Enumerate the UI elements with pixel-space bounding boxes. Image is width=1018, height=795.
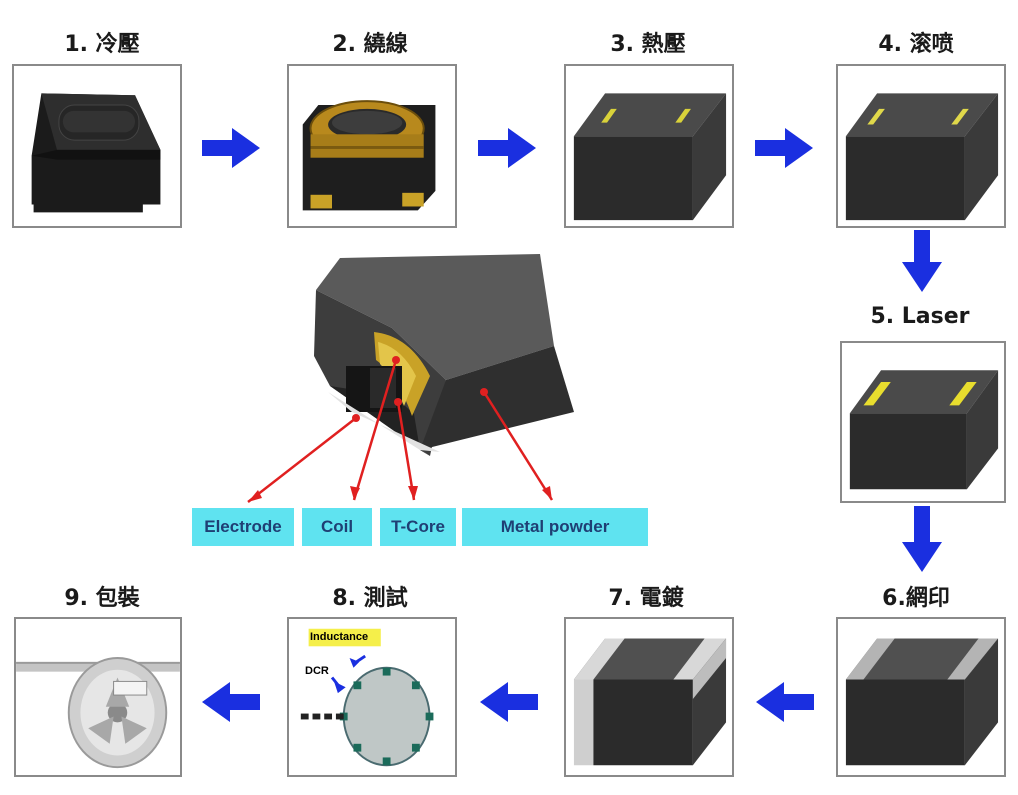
arrow-8-9 — [202, 682, 260, 722]
step-6-image — [836, 617, 1006, 777]
step-9-image — [14, 617, 182, 777]
arrow-7-8 — [480, 682, 538, 722]
inductance-label: Inductance — [310, 631, 369, 643]
arrow-1-2 — [202, 128, 260, 168]
step-8-title: 8. 測試 — [332, 586, 408, 611]
label-metal-powder: Metal powder — [462, 508, 648, 546]
arrow-4-5 — [902, 230, 942, 292]
step-6-title: 6.網印 — [882, 586, 950, 611]
dcr-label: DCR — [305, 665, 329, 677]
cutaway-illustration — [247, 254, 574, 503]
label-coil: Coil — [302, 508, 372, 546]
step-4-image — [836, 64, 1006, 228]
step-3-image — [564, 64, 734, 228]
step-7-title: 7. 電鍍 — [608, 586, 684, 611]
step-2-title: 2. 繞線 — [332, 32, 408, 57]
label-tcore: T-Core — [380, 508, 456, 546]
arrow-2-3 — [478, 128, 536, 168]
step-1-image — [12, 64, 182, 228]
arrow-6-7 — [756, 682, 814, 722]
label-electrode: Electrode — [192, 508, 294, 546]
step-3-title: 3. 熱壓 — [610, 32, 686, 57]
arrow-5-6 — [902, 506, 942, 572]
step-4-title: 4. 滚喷 — [878, 32, 954, 57]
step-1-title: 1. 冷壓 — [64, 32, 140, 57]
step-2-image — [287, 64, 457, 228]
step-9-title: 9. 包裝 — [64, 586, 140, 611]
step-7-image — [564, 617, 734, 777]
step-8-image — [287, 617, 457, 777]
arrow-3-4 — [755, 128, 813, 168]
step-5-image — [840, 341, 1006, 503]
step-5-title: 5. Laser — [870, 304, 970, 329]
